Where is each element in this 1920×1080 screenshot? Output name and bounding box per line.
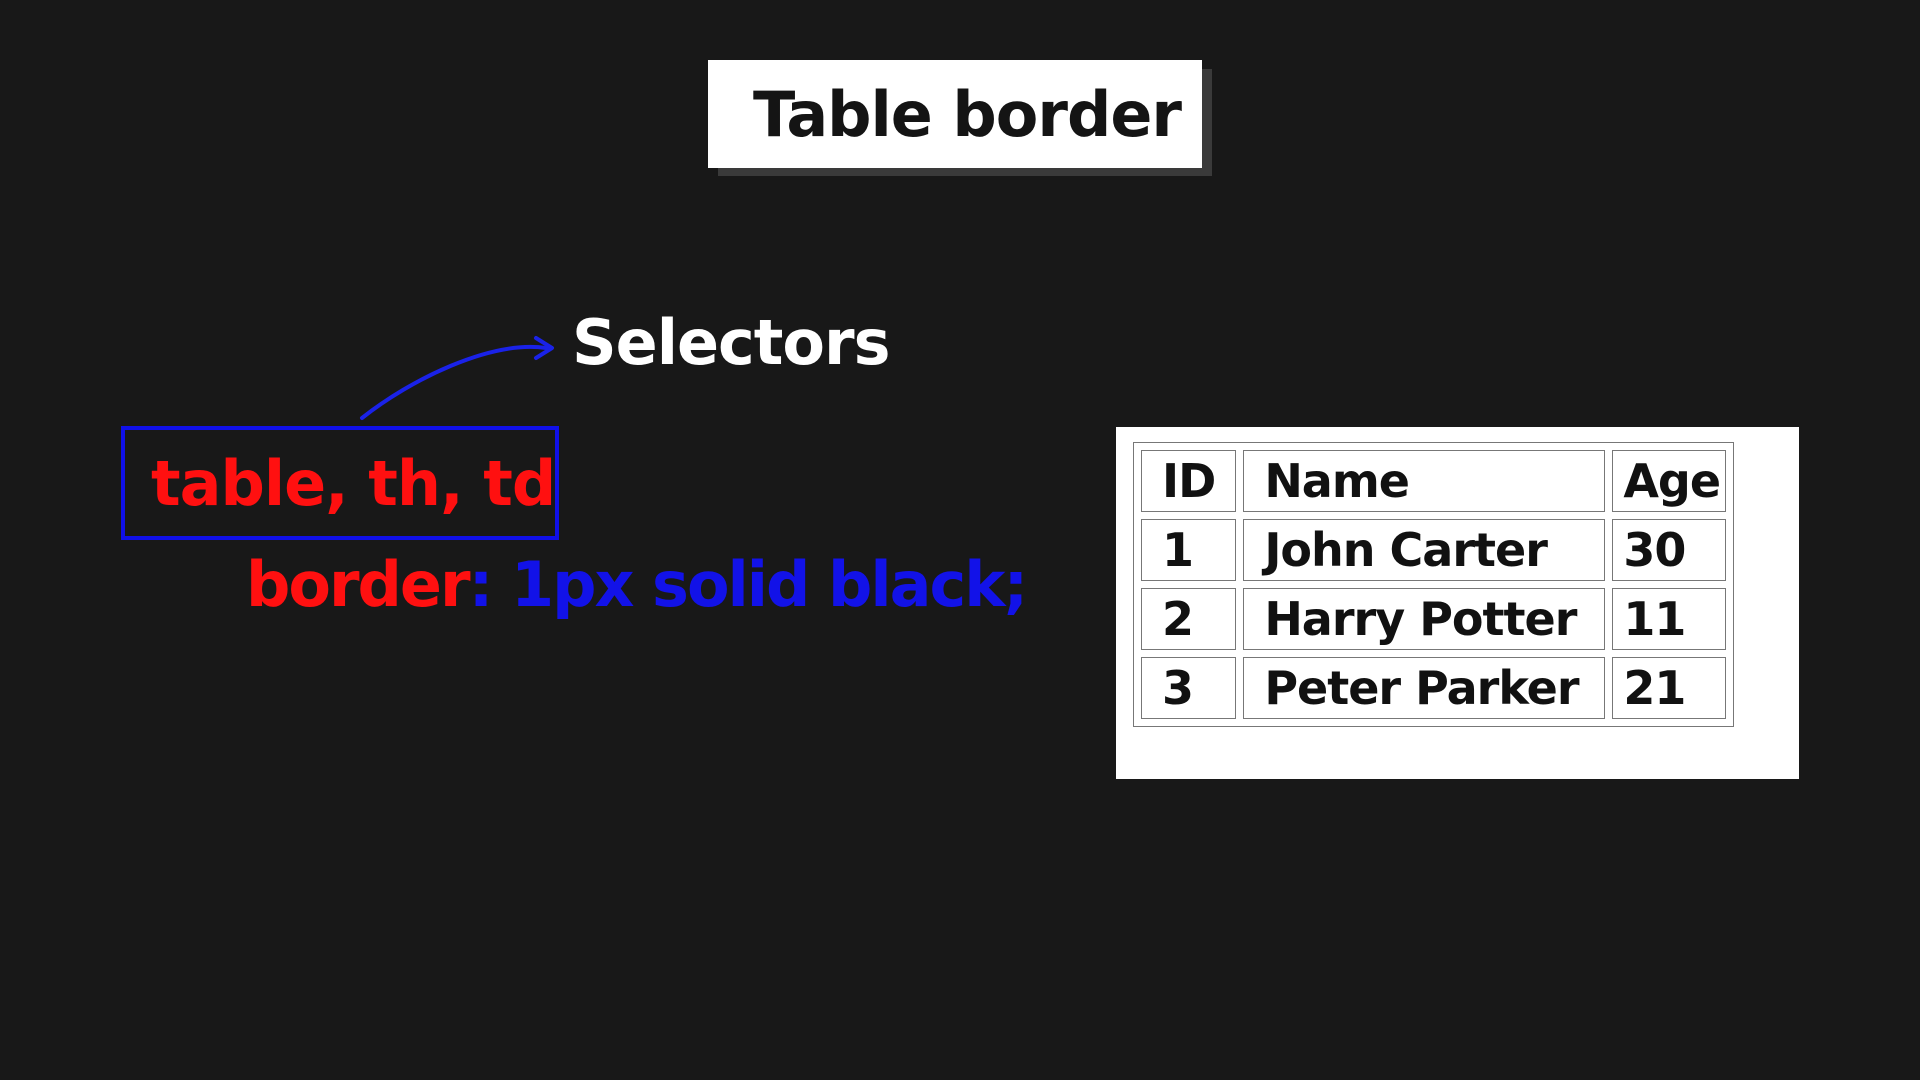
- table-row: 1 John Carter 30: [1141, 519, 1727, 581]
- title-box: Table border: [708, 60, 1202, 168]
- table-row: 3 Peter Parker 21: [1141, 657, 1727, 719]
- example-table: ID Name Age 1 John Carter 30 2 Harry Pot…: [1133, 442, 1735, 727]
- cell-id: 3: [1141, 657, 1237, 719]
- header-name: Name: [1243, 450, 1606, 512]
- cell-age: 30: [1612, 519, 1727, 581]
- header-age: Age: [1612, 450, 1727, 512]
- table-row: 2 Harry Potter 11: [1141, 588, 1727, 650]
- css-property: border: [246, 548, 471, 621]
- cell-name: Harry Potter: [1243, 588, 1606, 650]
- selector-box: table, th, td: [121, 426, 559, 540]
- css-declaration: border: 1px solid black;: [246, 548, 1029, 621]
- arrow-icon: [360, 336, 554, 420]
- table-example-card: ID Name Age 1 John Carter 30 2 Harry Pot…: [1116, 427, 1799, 779]
- selector-text: table, th, td: [151, 446, 556, 520]
- css-value: : 1px solid black;: [468, 548, 1029, 621]
- cell-id: 2: [1141, 588, 1237, 650]
- header-id: ID: [1141, 450, 1237, 512]
- table-header-row: ID Name Age: [1141, 450, 1727, 512]
- cell-name: John Carter: [1243, 519, 1606, 581]
- cell-age: 11: [1612, 588, 1727, 650]
- cell-name: Peter Parker: [1243, 657, 1606, 719]
- cell-age: 21: [1612, 657, 1727, 719]
- selectors-label: Selectors: [572, 306, 890, 379]
- cell-id: 1: [1141, 519, 1237, 581]
- slide-title: Table border: [753, 77, 1182, 151]
